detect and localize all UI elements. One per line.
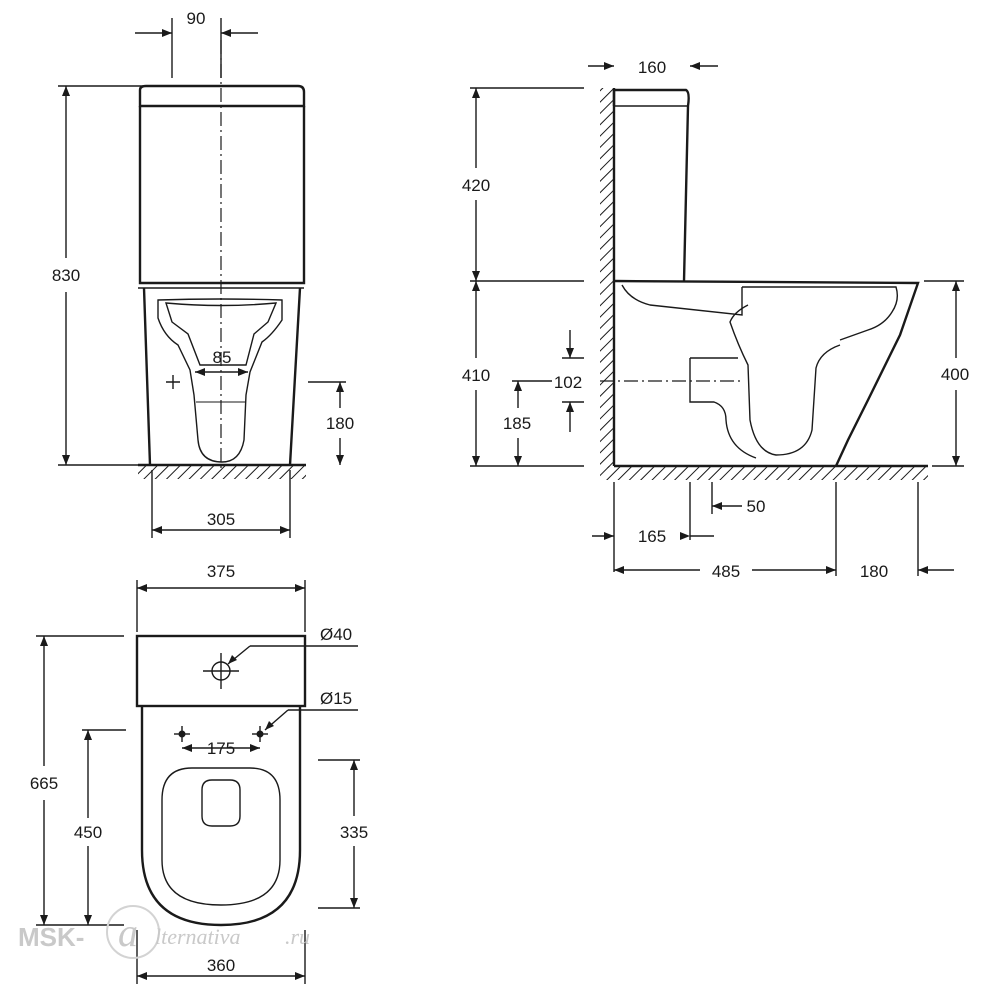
front-trap-outline	[157, 298, 283, 463]
watermark: MSK- a lternativa .ru	[18, 905, 310, 959]
dim-830-label: 830	[52, 266, 80, 285]
front-trap-inner	[165, 302, 278, 366]
dim-180-side: 180	[860, 482, 954, 581]
dim-360: 360	[136, 930, 306, 984]
dim-360-label: 360	[207, 956, 235, 975]
front-tank-body	[138, 106, 306, 285]
dim-180: 180	[308, 381, 354, 465]
dim-d15: Ø15	[264, 689, 358, 731]
top-opening	[201, 779, 241, 827]
dim-50-label: 50	[747, 497, 766, 516]
dim-375-label: 375	[207, 562, 235, 581]
dim-50: 50	[689, 482, 766, 540]
dim-375: 375	[136, 562, 306, 632]
top-view: 375 Ø40 Ø15 175	[30, 562, 368, 984]
top-tank	[135, 634, 307, 708]
dim-485-label: 485	[712, 562, 740, 581]
front-fixing-mark	[166, 375, 180, 389]
side-wall-hatch	[600, 88, 614, 468]
dim-450-label: 450	[74, 823, 102, 842]
watermark-suffix: .ru	[285, 924, 310, 949]
dim-420-label: 420	[462, 176, 490, 195]
dim-185-label: 185	[503, 414, 531, 433]
side-trapway	[729, 304, 841, 456]
dim-185: 185	[503, 380, 552, 466]
side-outlet	[689, 357, 757, 459]
side-floor-hatch	[600, 466, 928, 480]
dim-665-label: 665	[30, 774, 58, 793]
front-bowl-body	[142, 287, 302, 466]
side-tank	[612, 88, 690, 282]
dim-85: 85	[195, 348, 248, 376]
dim-420-410: 420 410	[462, 87, 584, 467]
dim-400-label: 400	[941, 365, 969, 384]
watermark-right: lternativa	[155, 924, 241, 949]
dim-180-label: 180	[326, 414, 354, 433]
dim-400: 400	[924, 280, 969, 467]
front-view: 90 830 85 180	[52, 9, 354, 538]
dim-102: 102	[554, 330, 584, 432]
dim-85-label: 85	[213, 348, 232, 367]
top-seat	[161, 767, 281, 906]
watermark-left: MSK-	[18, 922, 84, 952]
watermark-logo-letter: a	[118, 910, 138, 955]
top-flush-button	[203, 653, 239, 689]
dim-d40-label: Ø40	[320, 625, 352, 644]
dim-665: 665	[30, 635, 124, 926]
top-fixing-hole-right	[252, 726, 268, 742]
dim-305-label: 305	[207, 510, 235, 529]
top-fixing-hole-left	[174, 726, 190, 742]
dim-165-label: 165	[638, 527, 666, 546]
side-bowl-rim	[621, 284, 899, 341]
dim-335: 335	[318, 759, 368, 909]
dim-335-label: 335	[340, 823, 368, 842]
dim-160: 160	[588, 58, 718, 77]
dim-410-label: 410	[462, 366, 490, 385]
dim-90: 90	[135, 9, 258, 78]
side-view: 160 420 410 102	[462, 58, 969, 581]
dim-d15-label: Ø15	[320, 689, 352, 708]
dim-90-label: 90	[187, 9, 206, 28]
dim-450: 450	[74, 729, 126, 925]
dim-165: 165	[592, 482, 714, 572]
dim-175-label: 175	[207, 739, 235, 758]
top-bowl	[140, 706, 302, 927]
dim-485: 485	[614, 482, 837, 581]
dim-180-side-label: 180	[860, 562, 888, 581]
dim-d40: Ø40	[227, 625, 358, 665]
dim-830: 830	[52, 85, 172, 466]
side-bowl-outer	[613, 279, 920, 467]
front-tank-lid	[138, 84, 306, 108]
dim-175: 175	[182, 739, 260, 758]
dim-102-label: 102	[554, 373, 582, 392]
dim-160-label: 160	[638, 58, 666, 77]
watermark-logo-circle	[106, 905, 160, 959]
dim-305: 305	[151, 470, 291, 538]
front-floor-hatch	[138, 465, 306, 479]
